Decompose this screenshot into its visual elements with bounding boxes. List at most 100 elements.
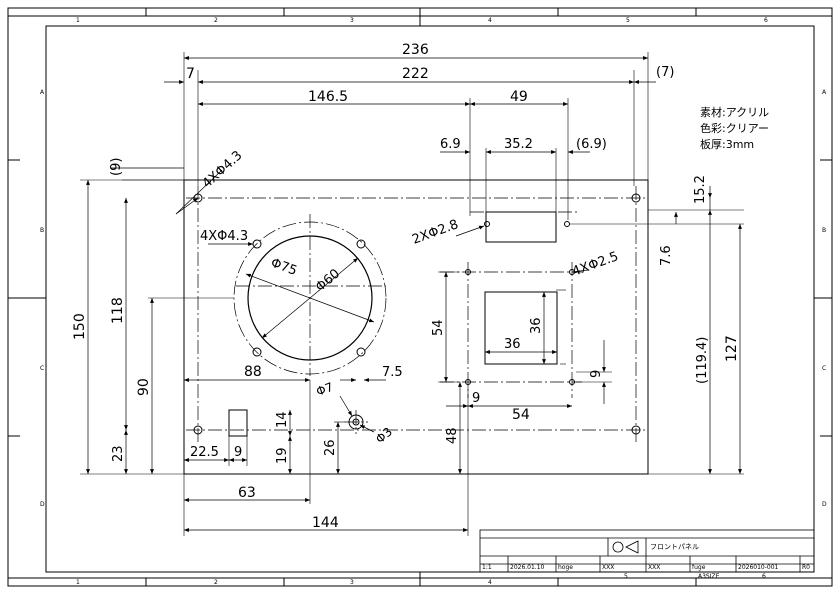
small-hole-1 xyxy=(465,269,471,275)
dim-118: 118 xyxy=(110,297,126,324)
dim-9-height: 9 xyxy=(589,370,604,378)
switch-hole-1 xyxy=(484,221,490,227)
led-hole-small xyxy=(352,418,360,426)
note-color: 色彩:クリアー xyxy=(700,121,769,135)
circle-hole-3 xyxy=(252,347,262,357)
dim-right-offset: (7) xyxy=(656,65,674,80)
dim-88: 88 xyxy=(244,364,262,380)
dim-6-9-ref: (6.9) xyxy=(576,137,607,152)
note-material: 素材:アクリル xyxy=(700,105,769,119)
dim-127: 127 xyxy=(724,335,740,362)
col-label-2: 2 xyxy=(214,17,218,24)
row-label-a: A xyxy=(40,89,45,96)
material-notes: 素材:アクリル 色彩:クリアー 板厚:3mm xyxy=(700,105,769,151)
dim-26: 26 xyxy=(323,439,338,456)
dim-49: 49 xyxy=(510,89,528,105)
row-label-c-right: C xyxy=(822,365,826,372)
dim-9-rect: 9 xyxy=(472,391,480,406)
tb-date: 2026.01.10 xyxy=(510,564,545,571)
tb-size: A3SIZE xyxy=(698,573,720,580)
title-block xyxy=(479,529,815,573)
dim-overall-width: 236 xyxy=(402,42,429,58)
col-label-6: 6 xyxy=(764,17,768,24)
switch-hole-2 xyxy=(564,221,570,227)
dim-14: 14 xyxy=(275,411,290,428)
dim-36-width: 36 xyxy=(504,337,521,352)
rect-cutouts xyxy=(228,211,558,437)
dim-phi3: Φ3 xyxy=(373,425,395,447)
dim-phi75: Φ75 xyxy=(269,256,299,279)
col-label-3-bottom: 3 xyxy=(350,579,354,586)
dim-54-height: 54 xyxy=(431,319,446,336)
row-label-d: D xyxy=(40,501,45,508)
col-label-1-bottom: 1 xyxy=(76,579,80,586)
dim-150: 150 xyxy=(72,313,88,340)
dim-9-ref: (9) xyxy=(109,158,124,176)
holes xyxy=(193,193,641,435)
leader-lines xyxy=(175,169,589,433)
extension-lines xyxy=(80,52,744,536)
row-label-d-right: D xyxy=(822,501,827,508)
col-label-5: 5 xyxy=(626,17,630,24)
row-label-a-right: A xyxy=(822,89,827,96)
centerlines xyxy=(186,186,646,444)
tb-checker: XXX xyxy=(602,564,614,571)
note-4x43-circle: 4XΦ4.3 xyxy=(200,229,248,244)
tb-part-name: フロントパネル xyxy=(650,543,699,551)
col-label-1: 1 xyxy=(76,17,80,24)
tb-drawing-number: 2026010-001 xyxy=(738,564,779,571)
tb-scale: 1:1 xyxy=(482,564,492,571)
dim-22-5: 22.5 xyxy=(190,445,219,460)
dim-9-small: 9 xyxy=(234,445,242,460)
note-4x43-corner: 4XΦ4.3 xyxy=(200,148,246,191)
dim-7-6: 7.6 xyxy=(659,245,674,266)
dim-63: 63 xyxy=(238,485,256,501)
row-label-b: B xyxy=(40,227,44,234)
projection-symbol-cone xyxy=(625,540,639,554)
corner-hole-bl xyxy=(193,425,203,435)
display-cutout xyxy=(484,291,558,365)
dim-23: 23 xyxy=(111,445,126,462)
dim-15-2: 15.2 xyxy=(693,175,708,204)
note-4x25: 4XΦ2.5 xyxy=(570,249,620,280)
dim-inner-width: 222 xyxy=(402,66,429,82)
row-label-c: C xyxy=(40,365,44,372)
dim-6-9: 6.9 xyxy=(440,137,461,152)
circle-hole-2 xyxy=(356,239,366,249)
col-label-2-bottom: 2 xyxy=(214,579,218,586)
small-hole-3 xyxy=(465,379,471,385)
note-2x28: 2XΦ2.8 xyxy=(410,217,460,248)
tb-designer: hoge xyxy=(558,564,573,571)
small-hole-4 xyxy=(569,379,575,385)
panel-outline xyxy=(183,179,649,475)
dim-7-5: 7.5 xyxy=(382,365,403,380)
dim-phi7: Φ7 xyxy=(314,380,335,399)
row-label-b-right: B xyxy=(822,227,826,234)
circle-hole-4 xyxy=(356,347,366,357)
tb-col-5: 5 xyxy=(624,573,628,580)
tb-col-6: 6 xyxy=(762,573,766,580)
dim-35-2: 35.2 xyxy=(504,137,533,152)
dimension-lines xyxy=(86,56,742,532)
switch-cutout xyxy=(485,211,557,243)
dim-54-width: 54 xyxy=(512,407,530,423)
dim-left-offset: 7 xyxy=(186,66,195,82)
dim-144: 144 xyxy=(312,515,339,531)
col-label-4-bottom: 4 xyxy=(488,579,492,586)
tb-approver: XXX xyxy=(648,564,660,571)
projection-symbol-circle xyxy=(612,541,624,553)
dim-48: 48 xyxy=(445,427,460,444)
dim-36-height: 36 xyxy=(529,317,544,334)
title-block-text: フロントパネル 1:1 2026.01.10 hoge XXX XXX fuge… xyxy=(482,543,810,580)
small-cutout xyxy=(228,409,248,437)
led-hole-large xyxy=(348,414,364,430)
note-thickness: 板厚:3mm xyxy=(700,137,754,151)
dim-146-5: 146.5 xyxy=(308,89,348,105)
tb-author: fuge xyxy=(692,564,706,571)
border-labels: 1 2 3 4 5 6 1 2 3 4 A B C D A B C D xyxy=(40,17,827,586)
dim-119-4-ref: (119.4) xyxy=(695,337,710,384)
corner-hole-tr xyxy=(631,193,641,203)
dim-phi60: Φ60 xyxy=(313,266,343,295)
